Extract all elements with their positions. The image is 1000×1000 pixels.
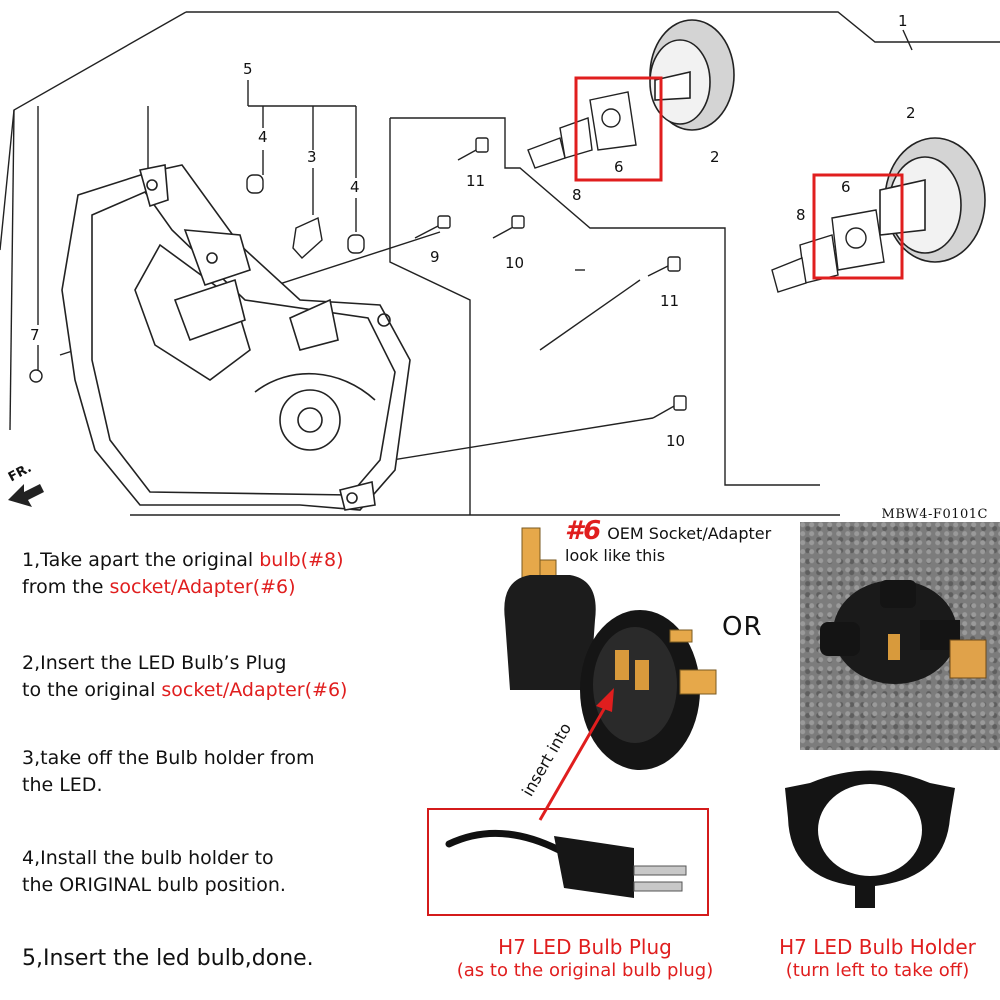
callout-10a: 10 (505, 254, 524, 272)
callout-4a: 4 (258, 128, 268, 146)
callout-8b: 8 (796, 206, 806, 224)
step-2: 2,Insert the LED Bulb’s Plug to the orig… (22, 652, 348, 701)
reference-code: MBW4-F0101C (881, 507, 988, 522)
screw-10b (652, 395, 687, 419)
led-plug-box (427, 808, 709, 916)
callout-2a: 2 (710, 148, 720, 166)
screw-11b (647, 256, 681, 277)
insert-arrow (538, 688, 614, 821)
screw-9 (414, 215, 451, 239)
bulb-8b (771, 234, 839, 293)
alt-socket-photo (800, 522, 1000, 750)
headlight-parts-diagram: 5 4 3 4 7 9 10 11 11 10 1 2 2 6 6 8 8 (0, 11, 1000, 516)
holder-caption: H7 LED Bulb Holder (turn left to take of… (779, 935, 976, 981)
callout-5: 5 (243, 60, 253, 78)
step-1: 1,Take apart the original bulb(#8) from … (22, 549, 344, 598)
dust-cover-2b (879, 137, 986, 263)
highlight-box-top (574, 76, 663, 182)
dust-cover-2a (649, 19, 735, 131)
boundary-outline (186, 11, 1000, 43)
bulb-8a (527, 117, 593, 169)
callout-11a: 11 (466, 172, 485, 190)
nut-7 (29, 369, 43, 383)
plug-caption: H7 LED Bulb Plug (as to the original bul… (456, 935, 714, 981)
callout-1: 1 (898, 12, 908, 30)
callout-4b: 4 (350, 178, 360, 196)
highlight-box-right (812, 173, 904, 280)
callout-6b: 6 (841, 178, 851, 196)
callout-7: 7 (30, 326, 40, 344)
callout-6a: 6 (614, 158, 624, 176)
grommet-4a (246, 174, 264, 194)
screw-11a (457, 137, 489, 161)
callout-9: 9 (430, 248, 440, 266)
bracket-3 (292, 216, 323, 259)
inner-outline (390, 117, 820, 486)
callout-10b: 10 (666, 432, 685, 450)
oem-socket-image (504, 527, 717, 770)
callout-3: 3 (307, 148, 317, 166)
front-arrow-icon (8, 484, 44, 507)
socket-6a (589, 91, 637, 151)
headlight-housing (61, 164, 411, 511)
screw-10a (492, 215, 525, 239)
grommet-4b (347, 234, 365, 254)
callout-8a: 8 (572, 186, 582, 204)
step-5: 5,Insert the led bulb,done. (22, 946, 314, 971)
socket-6b (831, 209, 885, 271)
step-3: 3,take off the Bulb holder from the LED. (22, 747, 315, 796)
or-label: OR (722, 612, 763, 642)
step-4: 4,Install the bulb holder to the ORIGINA… (22, 847, 286, 896)
led-plug-image (445, 829, 687, 898)
bulb-holder-image (785, 770, 955, 908)
callout-11b: 11 (660, 292, 679, 310)
callout-2b: 2 (906, 104, 916, 122)
